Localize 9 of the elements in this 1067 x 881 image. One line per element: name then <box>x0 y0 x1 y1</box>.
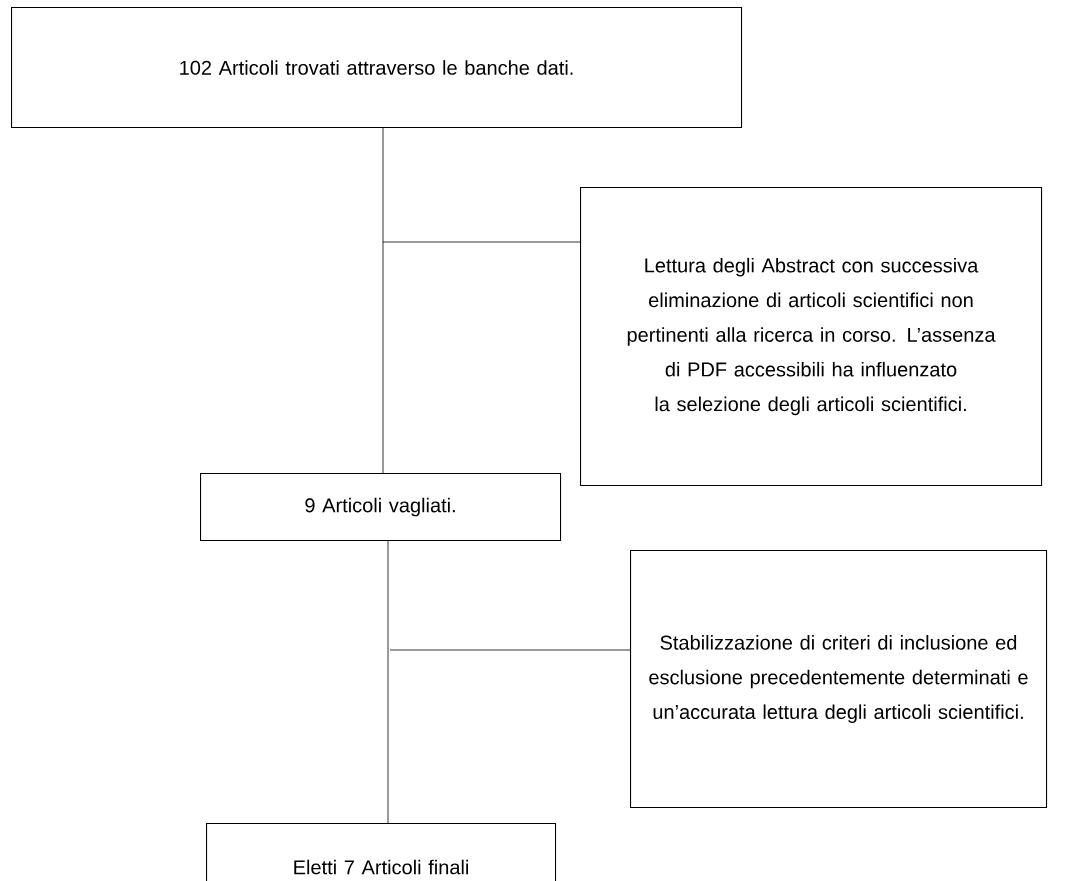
process-box: 9 Articoli vagliati. <box>200 473 562 542</box>
connector-line <box>387 540 389 824</box>
process-box: 102 Articoli trovati attraverso le banche dati. <box>11 7 743 129</box>
connector-line <box>389 649 631 651</box>
connector-line <box>382 241 581 243</box>
process-box: Eletti 7 Articoli finali <box>206 823 557 881</box>
note-box: Stabilizzazione di criteri di inclusione ed esclusione precedentemente determinati e un’accurata lettura degli articoli scientifici. <box>630 550 1048 809</box>
connector-line <box>382 127 384 474</box>
note-box: Lettura degli Abstract con successiva eliminazione di articoli scientifici non pertinenti alla ricerca in corso. L’assenza di PDF accessibili ha influenzato la selezione degli articoli scientifici. <box>580 187 1043 487</box>
